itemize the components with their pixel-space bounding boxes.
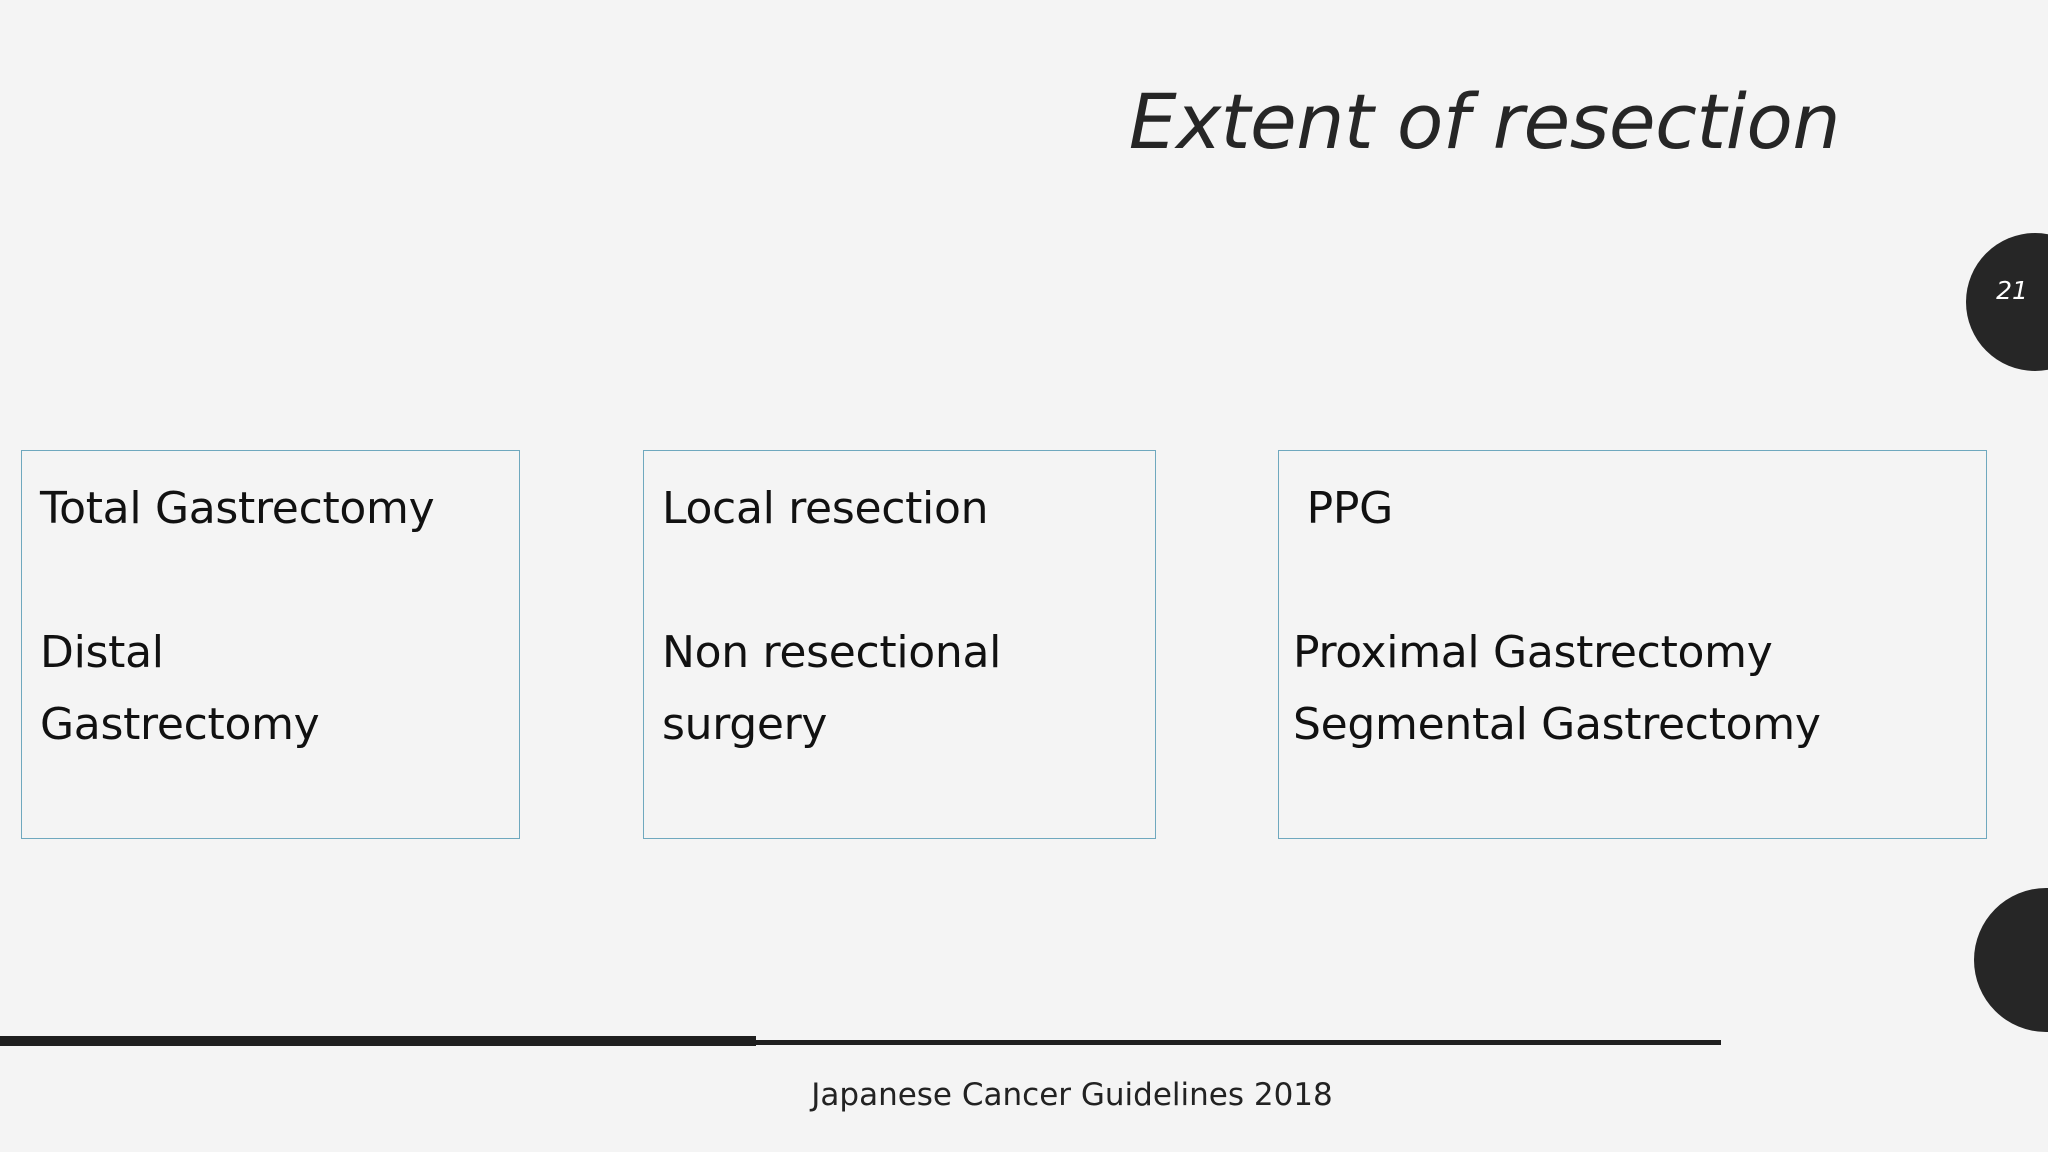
box-line-spacer [662,545,1155,617]
box-line: Distal [40,627,164,678]
footer-rule-thin [756,1040,1721,1045]
corner-circle-decoration [1974,888,2048,1032]
box-line: Total Gastrectomy [40,483,435,534]
page-title: Extent of resection [1128,77,1841,166]
content-box-total-gastrectomy: Total Gastrectomy Distal Gastrectomy [21,450,520,839]
box-line: PPG [1293,483,1394,534]
footer-rule-thick [0,1036,756,1046]
content-box-local-resection: Local resection Non resectional surgery [643,450,1156,839]
box-line: Non resectional [662,627,1002,678]
content-box-ppg: PPG Proximal Gastrectomy Segmental Gastr… [1278,450,1987,839]
box-line: Segmental Gastrectomy [1293,699,1821,750]
box-line: surgery [662,699,828,750]
slide-number-badge: 21 [1996,276,2028,305]
box-line-spacer [40,545,519,617]
box-line-spacer [1293,545,1986,617]
box-line: Gastrectomy [40,699,320,750]
box-line: Proximal Gastrectomy [1293,627,1773,678]
footer-source-citation: Japanese Cancer Guidelines 2018 [811,1077,1333,1113]
box-line: Local resection [662,483,989,534]
